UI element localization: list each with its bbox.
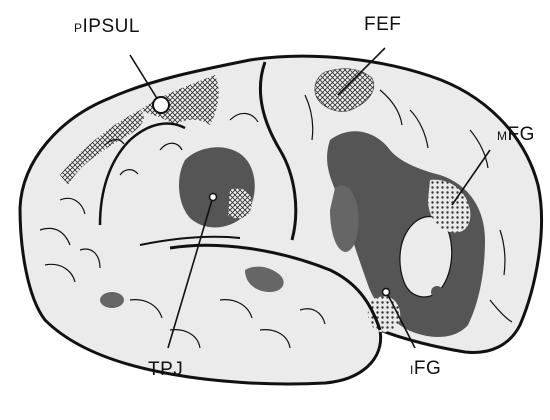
ifg-marker xyxy=(383,289,390,296)
pipsul-marker xyxy=(153,97,169,113)
label-ifg: IFG xyxy=(410,358,441,379)
label-pipsul: PIPSUL xyxy=(74,16,140,37)
label-fef: FEF xyxy=(364,14,401,35)
temporal-spot-2 xyxy=(100,292,124,308)
frontal-small-spot xyxy=(431,286,443,298)
tpj-marker xyxy=(210,194,217,201)
label-tpj: TPJ xyxy=(148,359,183,380)
